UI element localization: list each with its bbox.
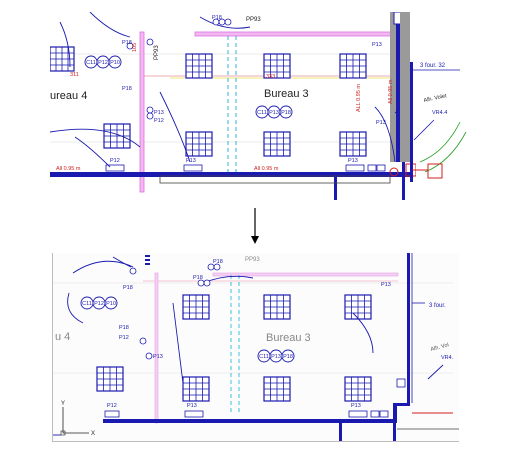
top-magenta-partition-v [139, 31, 145, 193]
bottom-p-label: P13 [153, 354, 163, 360]
top-plan-drawing: C11 P12 P10 C11 P13 P18 ureau 4 Bureau 3… [50, 12, 416, 200]
top-p-label: P13 [154, 110, 164, 116]
top-red-circle [389, 167, 399, 177]
top-right-label: VR4.4 [432, 110, 447, 116]
top-room-left-label: ureau 4 [50, 90, 87, 102]
top-circuit-label: C11 [86, 60, 96, 66]
top-circuit-label: P10 [110, 60, 120, 66]
bottom-plan-drawing: C11 P12 P10 C11 P13 P18 u 4 Bureau 3 PP9… [53, 253, 459, 441]
top-misc-label: 333 [266, 74, 275, 80]
bottom-exterior-walls [103, 253, 410, 441]
top-wiring [50, 12, 407, 168]
top-circuit-label: P13 [269, 110, 279, 116]
top-right-label: Alh. Volet [423, 93, 447, 104]
bottom-magenta-partition-h [212, 272, 399, 277]
top-misc-label: 105 [132, 43, 138, 52]
bottom-circuit-label: P12 [94, 301, 104, 307]
bottom-p-label: P18 [119, 325, 129, 331]
top-p-label: P12 [110, 158, 120, 164]
top-dim-label: All 0.95 m [254, 166, 279, 172]
top-p-label: P13 [376, 120, 386, 126]
ucs-axis-icon: Y X [60, 401, 95, 437]
bottom-circuit-label: P10 [106, 301, 116, 307]
bottom-p-label: P13 [381, 282, 391, 288]
top-circuit-label: C11 [257, 110, 267, 116]
bottom-switch-symbols [129, 263, 221, 360]
top-p-label: P18 [122, 86, 132, 92]
top-p-label: P13 [348, 158, 358, 164]
bottom-p-label: P18 [193, 275, 203, 281]
bottom-right-label: 3 four. [429, 303, 446, 309]
bottom-floor-plan: C11 P12 P10 C11 P13 P18 u 4 Bureau 3 PP9… [52, 253, 459, 442]
bottom-circuit-label: C11 [82, 301, 92, 307]
top-dim-label: All 0.95 m [388, 79, 394, 104]
bottom-p-label: P13 [187, 403, 197, 409]
top-dim-label: All 0.95 m [56, 166, 81, 172]
bottom-circuit-circles [80, 296, 295, 363]
ucs-y-label: Y [61, 401, 65, 407]
top-p-label: P13 [372, 42, 382, 48]
bottom-room-left-label: u 4 [55, 331, 70, 343]
top-switch-symbols [126, 18, 232, 120]
bottom-wiring [53, 256, 444, 436]
bottom-room-center-label: Bureau 3 [266, 332, 311, 344]
top-p-label: P12 [154, 118, 164, 124]
bottom-right-label: VR4. [441, 355, 454, 361]
top-outlet-boxes [105, 164, 386, 172]
bottom-p-label: P13 [351, 403, 361, 409]
top-circuit-circles [84, 55, 293, 119]
top-floor-plan: C11 P12 P10 C11 P13 P18 ureau 4 Bureau 3… [50, 12, 416, 200]
top-right-annex: 3 four. 32 Alh. Volet VR4.4 [400, 12, 470, 200]
bottom-right-label: Alh. Vol [430, 342, 450, 353]
down-arrow [251, 208, 259, 244]
bottom-magenta-partition-v [154, 272, 159, 424]
top-dim-label: ALL 0.95 m [356, 84, 362, 112]
top-bottom-wall-outline [159, 175, 391, 184]
top-right-annex-drawing: 3 four. 32 Alh. Volet VR4.4 [400, 12, 467, 182]
top-room-center-label: Bureau 3 [264, 88, 309, 100]
bottom-p-label: P12 [107, 403, 117, 409]
top-p-label: P13 [186, 158, 196, 164]
bottom-p-label: P12 [119, 335, 129, 341]
top-circuit-label: P18 [281, 110, 291, 116]
bottom-circuit-label: P13 [271, 354, 281, 360]
bottom-dash-marks [145, 255, 150, 265]
top-right-label: 3 four. 32 [420, 63, 446, 69]
top-circuit-label: P12 [98, 60, 108, 66]
bottom-outlet-boxes [104, 378, 406, 418]
bottom-p-label: P18 [123, 285, 133, 291]
top-pp-label: PP93 [246, 17, 261, 23]
bottom-circuit-label: C11 [259, 354, 269, 360]
ucs-x-label: X [91, 431, 95, 437]
bottom-p-label: P18 [213, 259, 223, 265]
bottom-pp-label: PP93 [245, 257, 260, 263]
top-wall-hatch [390, 12, 396, 162]
top-pp-label-vertical: PP93 [154, 45, 160, 60]
top-p-label: P18 [122, 40, 132, 46]
bottom-window-fixtures [96, 294, 372, 402]
bottom-circuit-label: P18 [283, 354, 293, 360]
top-magenta-partition-h [194, 31, 396, 37]
top-p-label: P18 [212, 15, 222, 21]
top-misc-label: 311 [70, 72, 79, 78]
